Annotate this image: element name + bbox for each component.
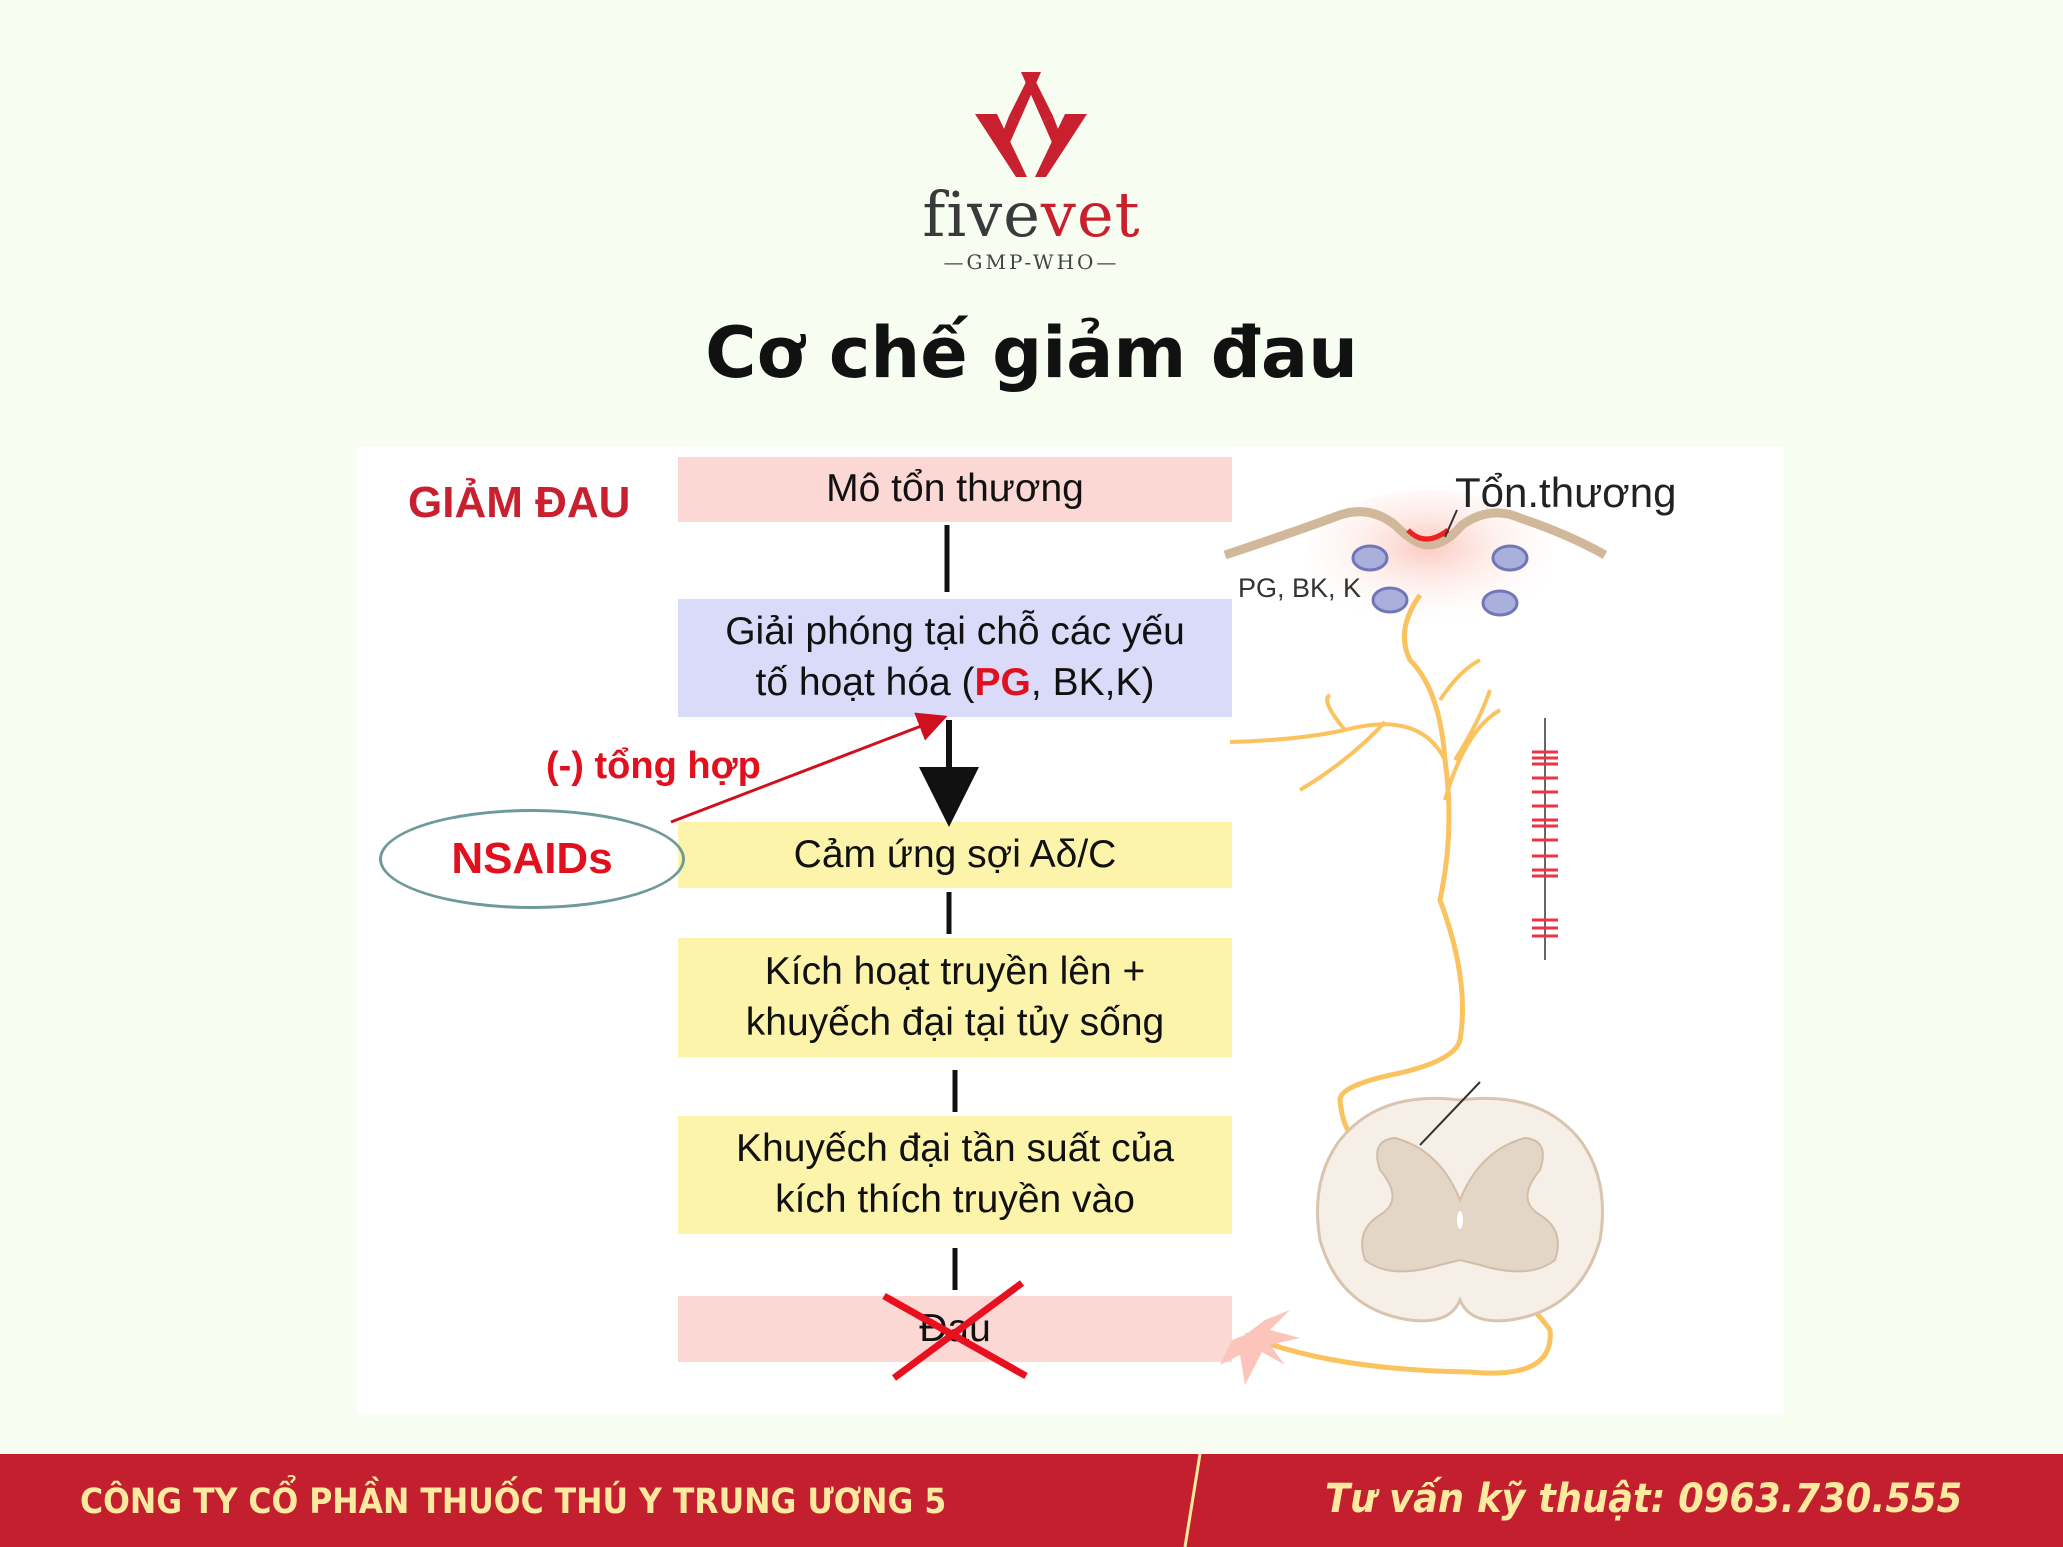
step-tissue-injury: Mô tổn thương [678,457,1232,522]
hotline-text: Tư vấn kỹ thuật: 0963.730.555 [1325,1476,1963,1522]
step-text: Giải phóng tại chỗ các yếu [725,610,1185,654]
mediators-label: PG, BK, K [1238,573,1361,603]
nsaid-inhibition-arrow [670,712,948,824]
step-text: tố hoạt hóa ( [755,661,975,704]
company-name: CÔNG TY CỔ PHẦN THUỐC THÚ Y TRUNG ƯƠNG 5 [80,1482,947,1522]
step-text: khuyếch đại tại tủy sống [745,1000,1165,1044]
footer-bar [0,1454,2063,1547]
step-text: Kích hoạt truyền lên + [764,949,1146,993]
fivevet-logo-icon [975,72,1087,177]
pg-highlight: PG [974,661,1031,704]
nsaids-ellipse: NSAIDs [379,809,685,909]
step-pain: Đau [678,1296,1232,1362]
step-mediator-release: Giải phóng tại chỗ các yếu tố hoạt hóa (… [678,599,1232,717]
step-text: kích thích truyền vào [775,1178,1135,1221]
brand-name-part1: five [922,178,1041,251]
step-text: , BK,K) [1030,661,1155,704]
step-spinal-activation: Kích hoạt truyền lên + khuyếch đại tại tủ… [678,938,1232,1057]
pain-cross-icon [882,1280,1028,1381]
step-text: Khuyếch đại tần suất của [736,1127,1174,1171]
step-frequency-amplification: Khuyếch đại tần suất của kích thích truyề… [678,1116,1232,1234]
action-potential-icon [1532,718,1558,960]
page-title: Cơ chế giảm đau [705,312,1358,394]
mediator-cells [1351,544,1529,617]
footer-divider [1183,1454,1202,1547]
step-text: Mô tổn thương [826,467,1084,511]
spinal-cord-icon [1316,1081,1604,1323]
brand-tagline: —GMP-WHO— [943,250,1120,274]
brand-name-part2: vet [1040,178,1141,251]
pain-burst-icon [1220,1310,1300,1385]
step-fiber-induction: Cảm ứng sợi Aδ/C [678,822,1232,888]
brand-name: fivevet [0,178,2063,251]
nerve-illustration: Tổn.thương PG, BK, K [1220,469,1676,1385]
flow-arrows [919,525,979,1290]
step-text: Cảm ứng sợi Aδ/C [793,832,1117,876]
step-text-line2: tố hoạt hóa (PG, BK,K) [756,658,1155,709]
synthesis-inhibition-label: (-) tổng hợp [546,745,761,787]
diagram-heading: GIẢM ĐAU [408,478,631,527]
injury-label: Tổn.thương [1455,469,1676,516]
